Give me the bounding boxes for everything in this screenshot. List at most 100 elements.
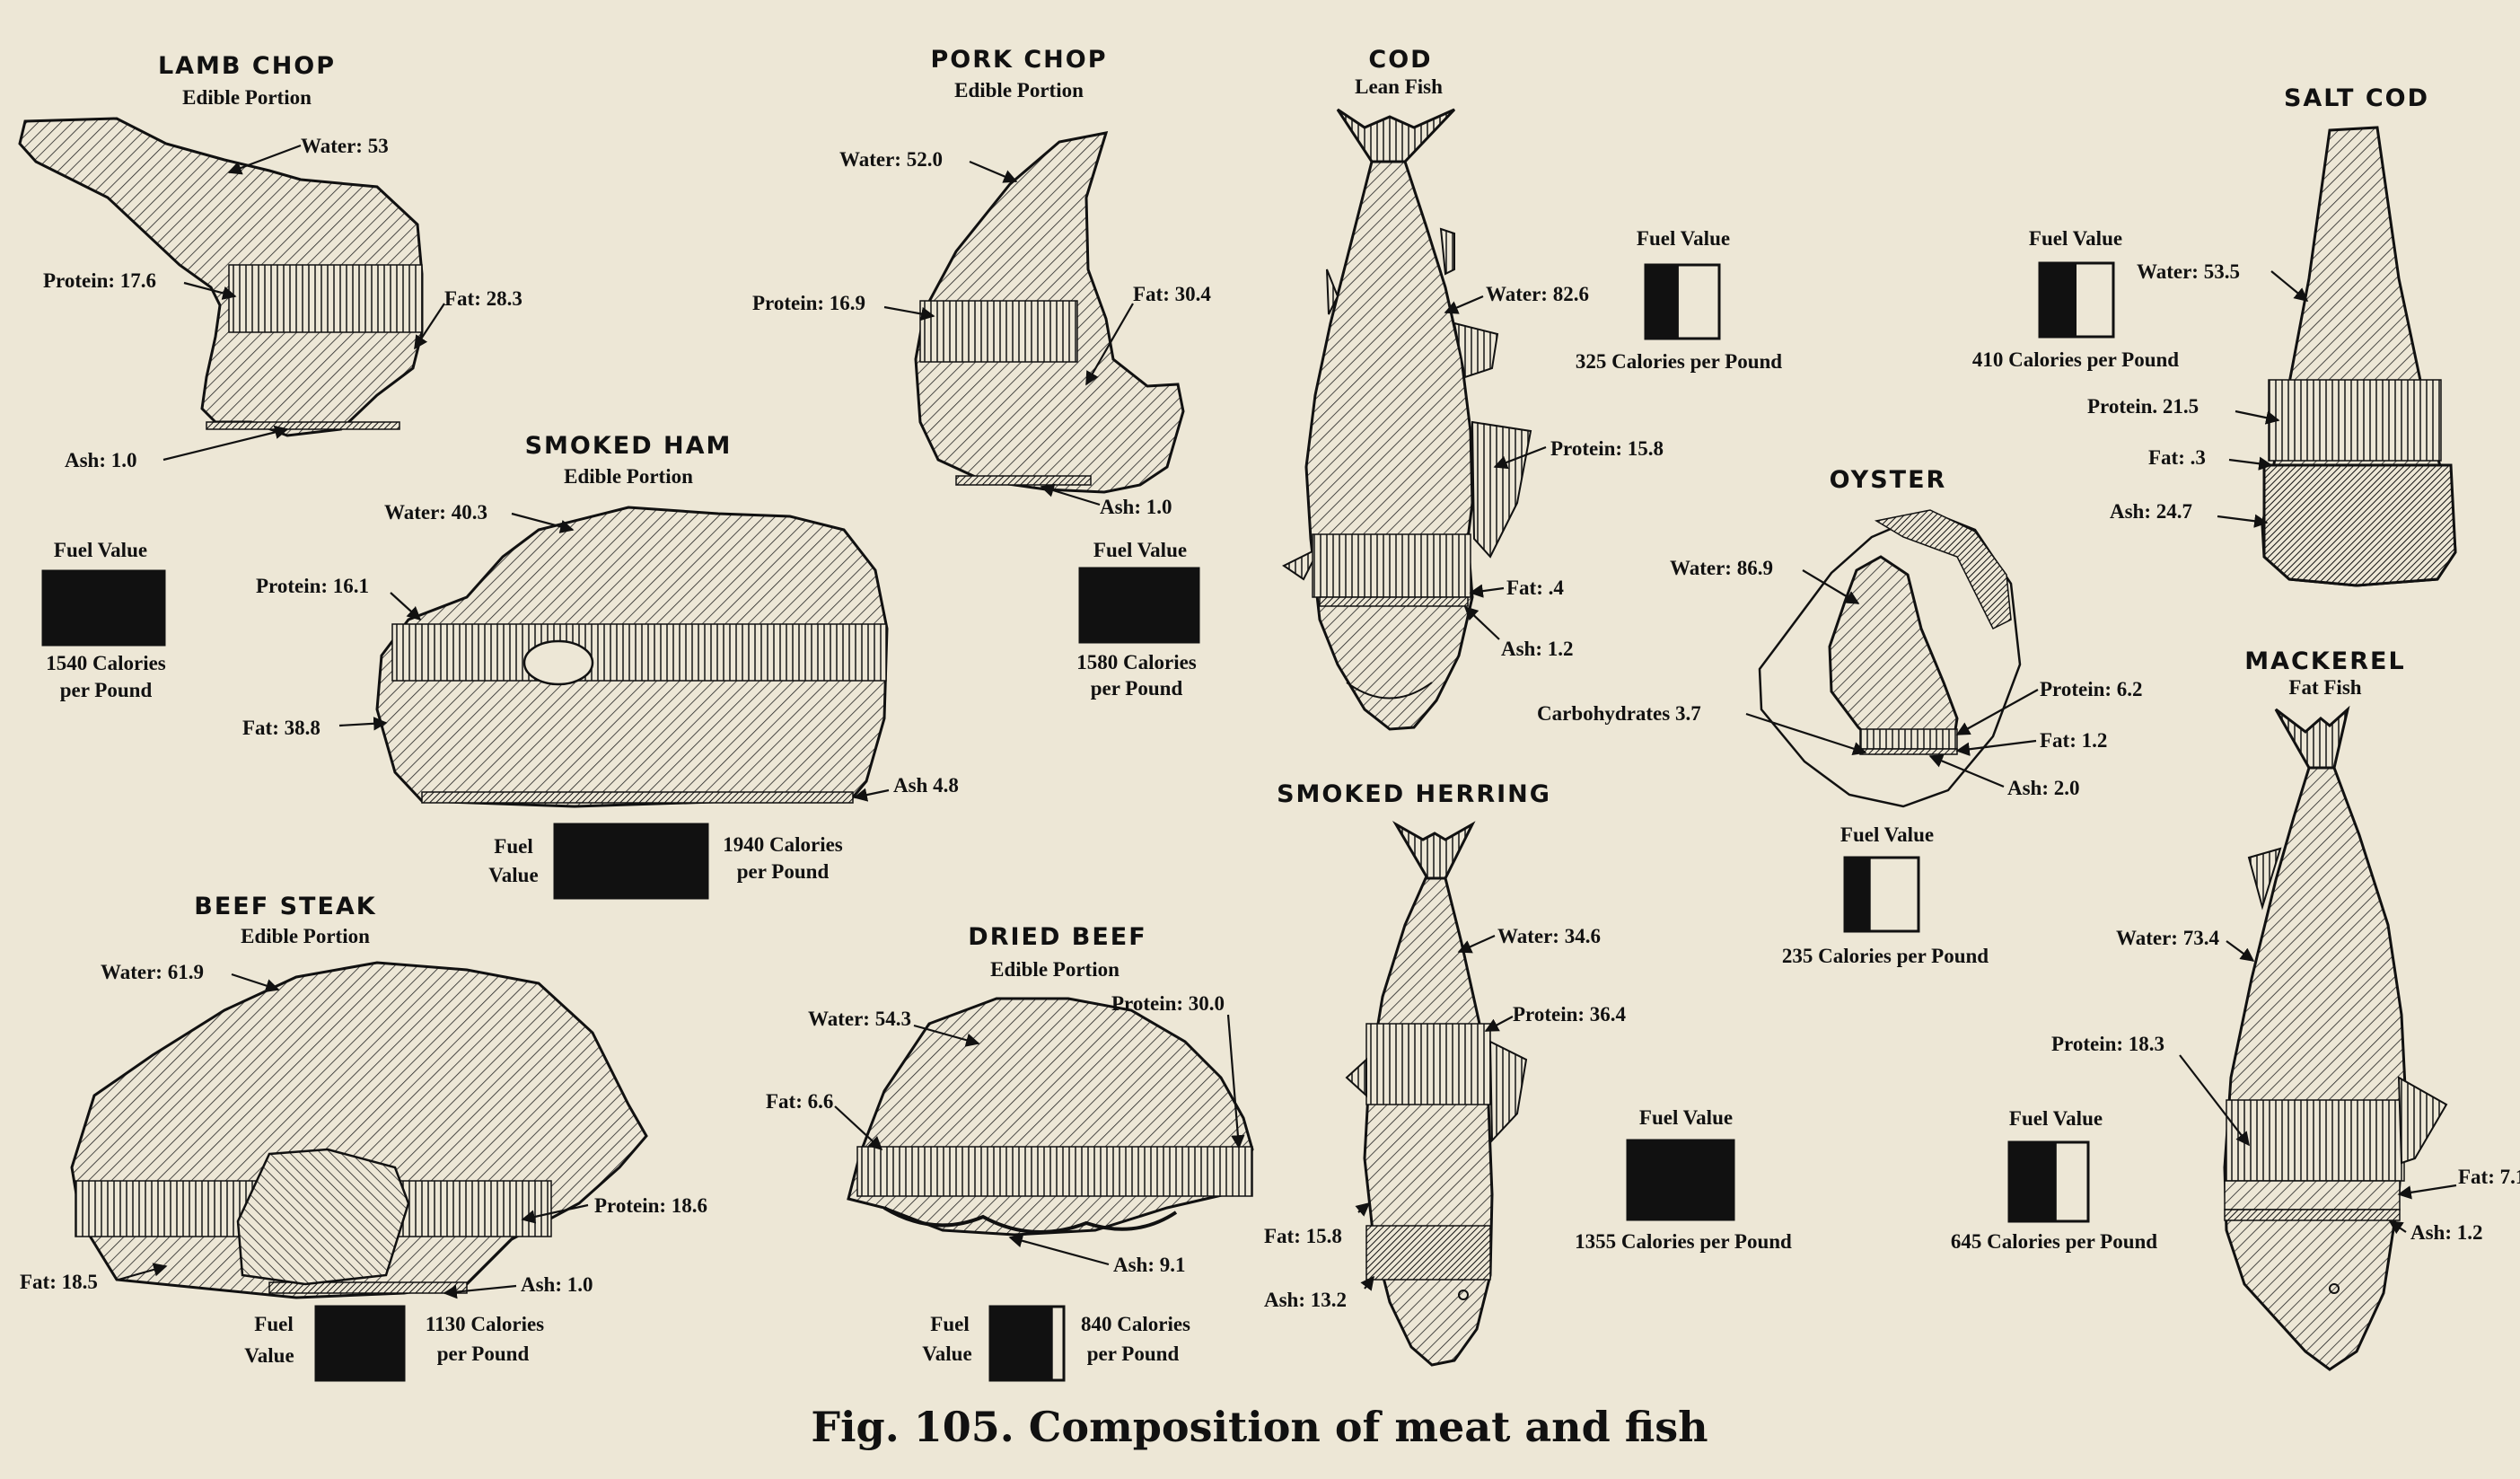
- salt-cod-ash-label: Ash: 24.7: [2110, 500, 2192, 523]
- mackerel-fuel-cal: 645 Calories per Pound: [1951, 1230, 2157, 1253]
- mackerel-fat-band: [2224, 1180, 2401, 1210]
- lamb-chop-fuel-box: [41, 569, 166, 647]
- beef-steak-title: BEEF STEAK: [194, 893, 376, 920]
- dried-beef-water-label: Water: 54.3: [808, 1008, 911, 1030]
- cod-tail: [1336, 108, 1456, 163]
- cod-protein-band: [1312, 533, 1471, 598]
- smoked-ham-fuel-cal-1: 1940 Calories: [723, 833, 843, 856]
- lamb-chop-panel: LAMB CHOP Edible Portion Water: 53 Prote…: [18, 52, 522, 701]
- salt-cod-fuel-box: [2038, 261, 2115, 339]
- smoked-herring-protein-label: Protein: 36.4: [1513, 1003, 1627, 1026]
- cod-fuel-cal: 325 Calories per Pound: [1576, 350, 1782, 373]
- smoked-herring-water-label: Water: 34.6: [1497, 925, 1601, 947]
- mackerel-fat-label: Fat: 7.1: [2458, 1166, 2520, 1188]
- cod-panel: COD Lean Fish Water: 82.6 Protein: 15.8 …: [1282, 46, 1782, 731]
- salt-cod-water-label: Water: 53.5: [2137, 260, 2240, 283]
- cod-water-label: Water: 82.6: [1486, 283, 1589, 305]
- mackerel-fuel-box: [2007, 1140, 2090, 1223]
- smoked-herring-fuel-title: Fuel Value: [1639, 1106, 1733, 1129]
- beef-steak-fuel-1: Fuel: [254, 1313, 293, 1335]
- lamb-chop-water-label: Water: 53: [301, 135, 389, 157]
- beef-steak-subtitle: Edible Portion: [241, 925, 370, 947]
- fuel-value-fill: [990, 1307, 1053, 1380]
- lamb-chop-fuel-cal-1: 1540 Calories: [46, 652, 166, 674]
- cod-subtitle: Lean Fish: [1355, 75, 1443, 98]
- oyster-panel: OYSTER Water: 86.9 Protein: 6.2 Carbohyd…: [1537, 466, 2143, 967]
- smoked-herring-panel: SMOKED HERRING Water: 34.6 Protein: 36.4…: [1264, 780, 1792, 1367]
- smoked-ham-protein-label: Protein: 16.1: [256, 575, 369, 597]
- beef-steak-ash-label: Ash: 1.0: [521, 1273, 593, 1296]
- cod-fuel-title: Fuel Value: [1637, 227, 1730, 250]
- oyster-protein-band: [1859, 728, 1958, 750]
- dried-beef-fuel-cal-1: 840 Calories: [1081, 1313, 1190, 1335]
- smoked-ham-subtitle: Edible Portion: [564, 465, 693, 488]
- dried-beef-protein-band: [856, 1146, 1253, 1197]
- salt-cod-panel: SALT COD Water: 53.5 Protein. 21.5 Fat: …: [1972, 84, 2457, 587]
- beef-steak-fuel-cal-2: per Pound: [437, 1343, 530, 1365]
- beef-steak-fuel-2: Value: [244, 1344, 294, 1367]
- cod-pectoral-fin: [1471, 420, 1532, 559]
- smoked-herring-ash-band: [1365, 1225, 1491, 1281]
- dried-beef-fat-label: Fat: 6.6: [766, 1090, 833, 1113]
- salt-cod-fat-label: Fat: .3: [2148, 446, 2206, 469]
- smoked-ham-ash-label: Ash 4.8: [893, 774, 959, 797]
- smoked-ham-water-label: Water: 40.3: [384, 501, 487, 524]
- pork-chop-protein-label: Protein: 16.9: [752, 292, 865, 314]
- lamb-chop-fuel-cal-2: per Pound: [60, 679, 153, 701]
- dried-beef-panel: DRIED BEEF Edible Portion Water: 54.3 Pr…: [766, 923, 1254, 1382]
- smoked-herring-ash-label: Ash: 13.2: [1264, 1289, 1347, 1311]
- smoked-ham-protein-band: [391, 623, 887, 682]
- mackerel-protein-label: Protein: 18.3: [2051, 1033, 2164, 1055]
- lamb-chop-fuel-title: Fuel Value: [54, 539, 147, 561]
- oyster-fuel-title: Fuel Value: [1840, 823, 1934, 846]
- fuel-value-fill: [2040, 263, 2077, 337]
- oyster-fuel-box: [1843, 856, 1920, 933]
- oyster-fuel-cal: 235 Calories per Pound: [1782, 945, 1989, 967]
- smoked-herring-protein-band: [1365, 1023, 1491, 1105]
- cod-title: COD: [1368, 46, 1432, 74]
- dried-beef-subtitle: Edible Portion: [990, 958, 1120, 981]
- mackerel-subtitle: Fat Fish: [2288, 676, 2361, 699]
- lamb-chop-ash-label: Ash: 1.0: [65, 449, 137, 471]
- smoked-herring-body: [1363, 876, 1494, 1367]
- salt-cod-protein-label: Protein. 21.5: [2087, 395, 2199, 418]
- lamb-chop-title: LAMB CHOP: [158, 52, 336, 80]
- dried-beef-shape: [847, 997, 1254, 1237]
- salt-cod-ash-band: [2262, 463, 2457, 587]
- mackerel-title: MACKEREL: [2244, 647, 2405, 675]
- dried-beef-ash-label: Ash: 9.1: [1113, 1254, 1186, 1276]
- lamb-chop-protein-label: Protein: 17.6: [43, 269, 156, 292]
- lamb-chop-subtitle: Edible Portion: [182, 86, 312, 109]
- dried-beef-fuel-box: [988, 1305, 1066, 1382]
- oyster-fat-band: [1859, 748, 1958, 755]
- mackerel-tail: [2274, 705, 2350, 770]
- beef-steak-ash-band: [268, 1281, 468, 1294]
- fuel-value-fill: [1646, 265, 1679, 339]
- mackerel-panel: MACKEREL Fat Fish Water: 73.4 Protein: 1…: [1951, 647, 2520, 1371]
- oyster-ash-label: Ash: 2.0: [2007, 777, 2080, 799]
- smoked-herring-tail: [1392, 820, 1476, 880]
- dried-beef-fuel-1: Fuel: [930, 1313, 969, 1335]
- beef-steak-fat-label: Fat: 18.5: [20, 1271, 98, 1293]
- salt-cod-title: SALT COD: [2284, 84, 2429, 112]
- dried-beef-protein-label: Protein: 30.0: [1111, 992, 1225, 1015]
- beef-steak-fuel-box: [314, 1305, 406, 1382]
- smoked-herring-fuel-box: [1626, 1139, 1735, 1221]
- pork-chop-protein-band: [919, 300, 1078, 363]
- pork-chop-panel: PORK CHOP Edible Portion Water: 52.0 Pro…: [752, 46, 1211, 700]
- mackerel-ash-label: Ash: 1.2: [2410, 1221, 2483, 1244]
- pork-chop-fuel-cal-2: per Pound: [1091, 677, 1183, 700]
- lamb-chop-fat-label: Fat: 28.3: [444, 287, 522, 310]
- fuel-value-fill: [1628, 1140, 1734, 1219]
- salt-cod-fuel-title: Fuel Value: [2029, 227, 2122, 250]
- oyster-water-label: Water: 86.9: [1670, 557, 1773, 579]
- dried-beef-fuel-cal-2: per Pound: [1087, 1343, 1180, 1365]
- smoked-herring-fuel-cal: 1355 Calories per Pound: [1575, 1230, 1792, 1253]
- dried-beef-fuel-2: Value: [922, 1343, 971, 1365]
- figure-caption: Fig. 105. Composition of meat and fish: [811, 1403, 1708, 1451]
- pork-chop-fuel-title: Fuel Value: [1093, 539, 1187, 561]
- pork-chop-ash-band: [955, 475, 1092, 486]
- beef-steak-protein-label: Protein: 18.6: [594, 1194, 707, 1217]
